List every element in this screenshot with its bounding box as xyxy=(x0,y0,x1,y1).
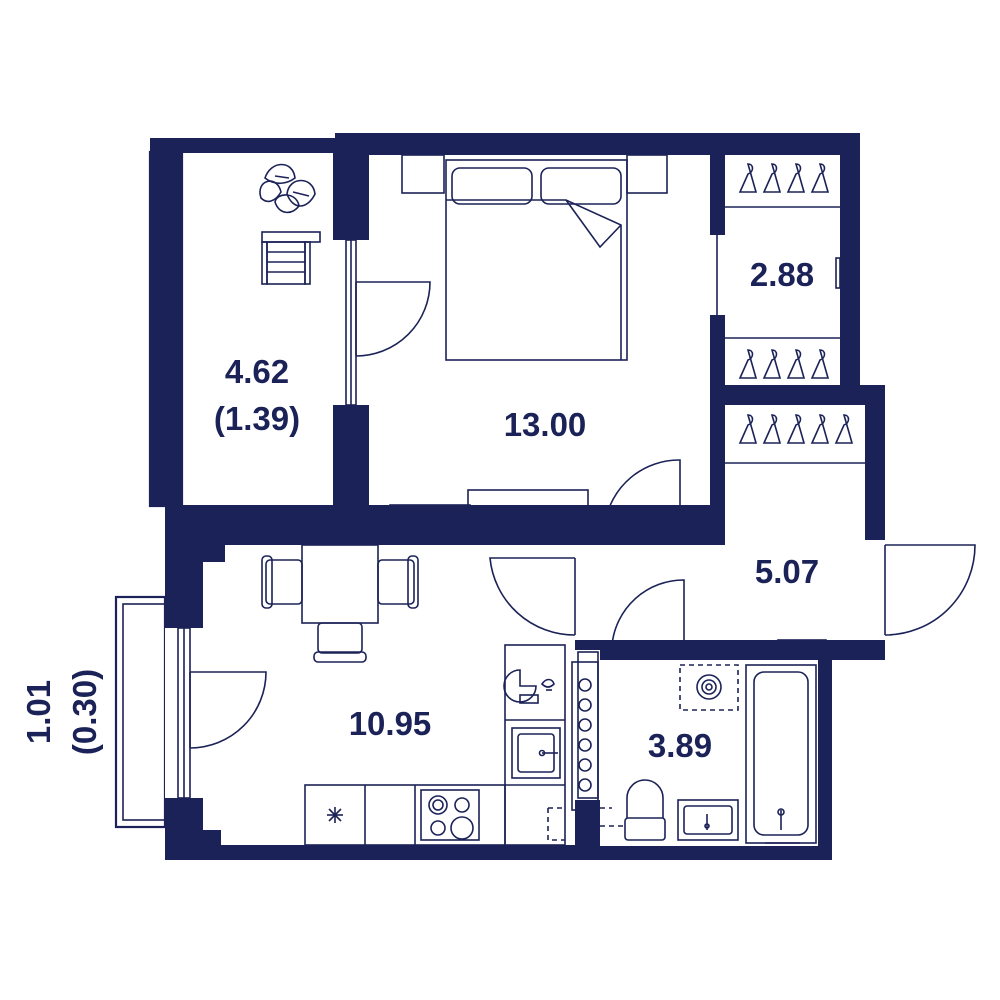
door-kitchen-balcony xyxy=(189,671,267,749)
clothes-hanger-icon xyxy=(738,163,830,193)
lounge-chair-icon xyxy=(261,231,321,285)
balcony-main-area: 4.62 xyxy=(225,353,289,390)
kitchen-south-stub xyxy=(203,830,221,845)
door-kitchen xyxy=(489,557,576,636)
clothes-hanger-icon xyxy=(738,414,854,444)
toilet-icon xyxy=(624,779,666,841)
dishwasher-icon xyxy=(503,669,555,704)
toilet-dashed xyxy=(600,807,625,827)
double-bed-icon xyxy=(401,154,668,361)
wall-east-return xyxy=(865,385,885,540)
cooktop-icon xyxy=(420,789,480,841)
refrigerator-icon xyxy=(327,807,343,823)
balcony-small-area-reduced: (0.30) xyxy=(66,669,103,755)
shaft-dashed xyxy=(547,807,565,841)
hangers-top xyxy=(725,163,840,208)
bathroom-area: 3.89 xyxy=(648,727,712,764)
door-entrance xyxy=(884,544,976,636)
balcony-small-area: 1.01 xyxy=(20,680,57,744)
window-bedroom-balcony xyxy=(333,239,369,406)
hallway-area: 5.07 xyxy=(755,553,819,590)
bookshelf-icon xyxy=(389,504,471,534)
monstera-plant-icon xyxy=(259,163,316,214)
wall-bath-north xyxy=(600,645,685,660)
hangers-middle xyxy=(725,337,840,379)
kitchen-living-area: 10.95 xyxy=(349,705,432,742)
wall-kitchen-north xyxy=(165,505,575,545)
kitchen-counter xyxy=(304,644,566,846)
wall-wardrobe-split xyxy=(725,385,865,405)
window-wardrobe xyxy=(710,235,725,315)
wall-bath-north-east xyxy=(680,640,885,660)
clothes-hanger-icon xyxy=(738,349,830,379)
door-bedroom-balcony xyxy=(355,281,431,357)
kitchen-sink-icon xyxy=(511,727,561,779)
windows xyxy=(165,235,725,800)
dining-chair-icon xyxy=(261,555,419,663)
wall-bedroom-east xyxy=(710,155,725,545)
doors xyxy=(189,281,976,749)
washing-machine-icon xyxy=(679,664,739,711)
kitchen-corner xyxy=(203,545,225,562)
balcony-small-labels: 1.01 (0.30) xyxy=(20,669,103,755)
wardrobe-handle xyxy=(835,257,841,289)
balcony-main xyxy=(148,150,184,508)
hangers-hall xyxy=(725,414,865,464)
door-bedroom xyxy=(604,459,681,543)
balcony-small xyxy=(114,595,167,829)
radiator-icon xyxy=(571,661,599,811)
bathtub-icon xyxy=(745,664,817,844)
wardrobe-area: 2.88 xyxy=(750,256,814,293)
bedroom-area: 13.00 xyxy=(504,406,587,443)
tv-stand-icon xyxy=(467,489,589,524)
door-bathroom xyxy=(611,579,685,646)
bathroom-sink-icon xyxy=(677,799,739,841)
window-kitchen xyxy=(165,627,203,799)
balcony-main-area-reduced: (1.39) xyxy=(214,400,300,437)
